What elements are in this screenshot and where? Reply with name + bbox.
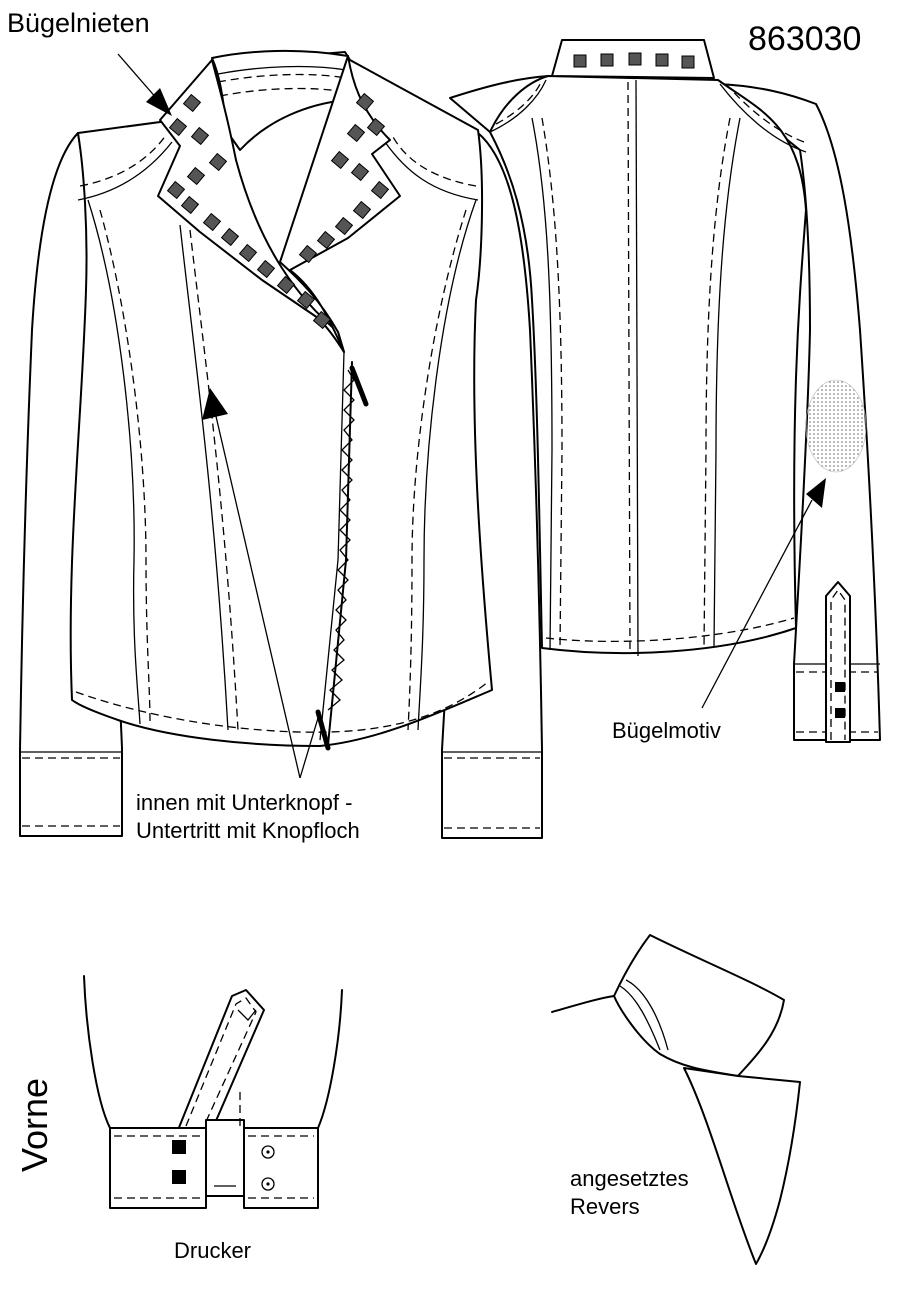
motif-label: Bügelmotiv xyxy=(612,718,721,743)
front-studs xyxy=(166,92,390,330)
front-label: Vorne xyxy=(14,1077,55,1172)
zipper-teeth xyxy=(327,369,355,711)
back-snap-2 xyxy=(835,708,845,718)
motif-leader xyxy=(701,478,826,709)
back-collar-studs xyxy=(573,52,695,69)
cuff-tab xyxy=(177,989,265,1131)
lapel-label-line1: angesetztes xyxy=(570,1166,689,1191)
cuff-snap-1 xyxy=(172,1140,186,1154)
rivets-label: Bügelnieten xyxy=(7,8,150,38)
lapel-detail-revers xyxy=(683,1067,801,1265)
zipper-pull-bottom xyxy=(315,709,331,751)
back-right-sleeve xyxy=(717,83,881,741)
inner-button-leader xyxy=(202,388,319,779)
front-body xyxy=(69,51,493,747)
snap-fastener-label: Drucker xyxy=(174,1238,252,1263)
lapel-detail-collar xyxy=(613,934,785,1077)
cuff-middle-panel xyxy=(205,1119,245,1197)
inner-button-label-line2: Untertritt mit Knopfloch xyxy=(136,818,360,843)
back-sleeve-tab xyxy=(825,581,851,743)
jacket-back-view xyxy=(449,39,881,743)
cuff-detail xyxy=(83,975,343,1209)
cuff-left-band xyxy=(109,1127,207,1209)
lapel-detail xyxy=(551,934,801,1265)
back-body xyxy=(489,75,807,655)
cuff-snap-2 xyxy=(172,1170,186,1184)
zipper-pull-top xyxy=(349,365,369,407)
cuff-right-band xyxy=(243,1127,319,1209)
jacket-front-view xyxy=(19,49,543,839)
rivets-leader xyxy=(117,53,172,116)
elbow-motif xyxy=(805,379,867,473)
model-number: 863030 xyxy=(748,20,862,58)
back-snap-1 xyxy=(835,682,845,692)
lapel-label-line2: Revers xyxy=(570,1194,640,1219)
inner-button-label-line1: innen mit Unterknopf - xyxy=(136,790,353,815)
